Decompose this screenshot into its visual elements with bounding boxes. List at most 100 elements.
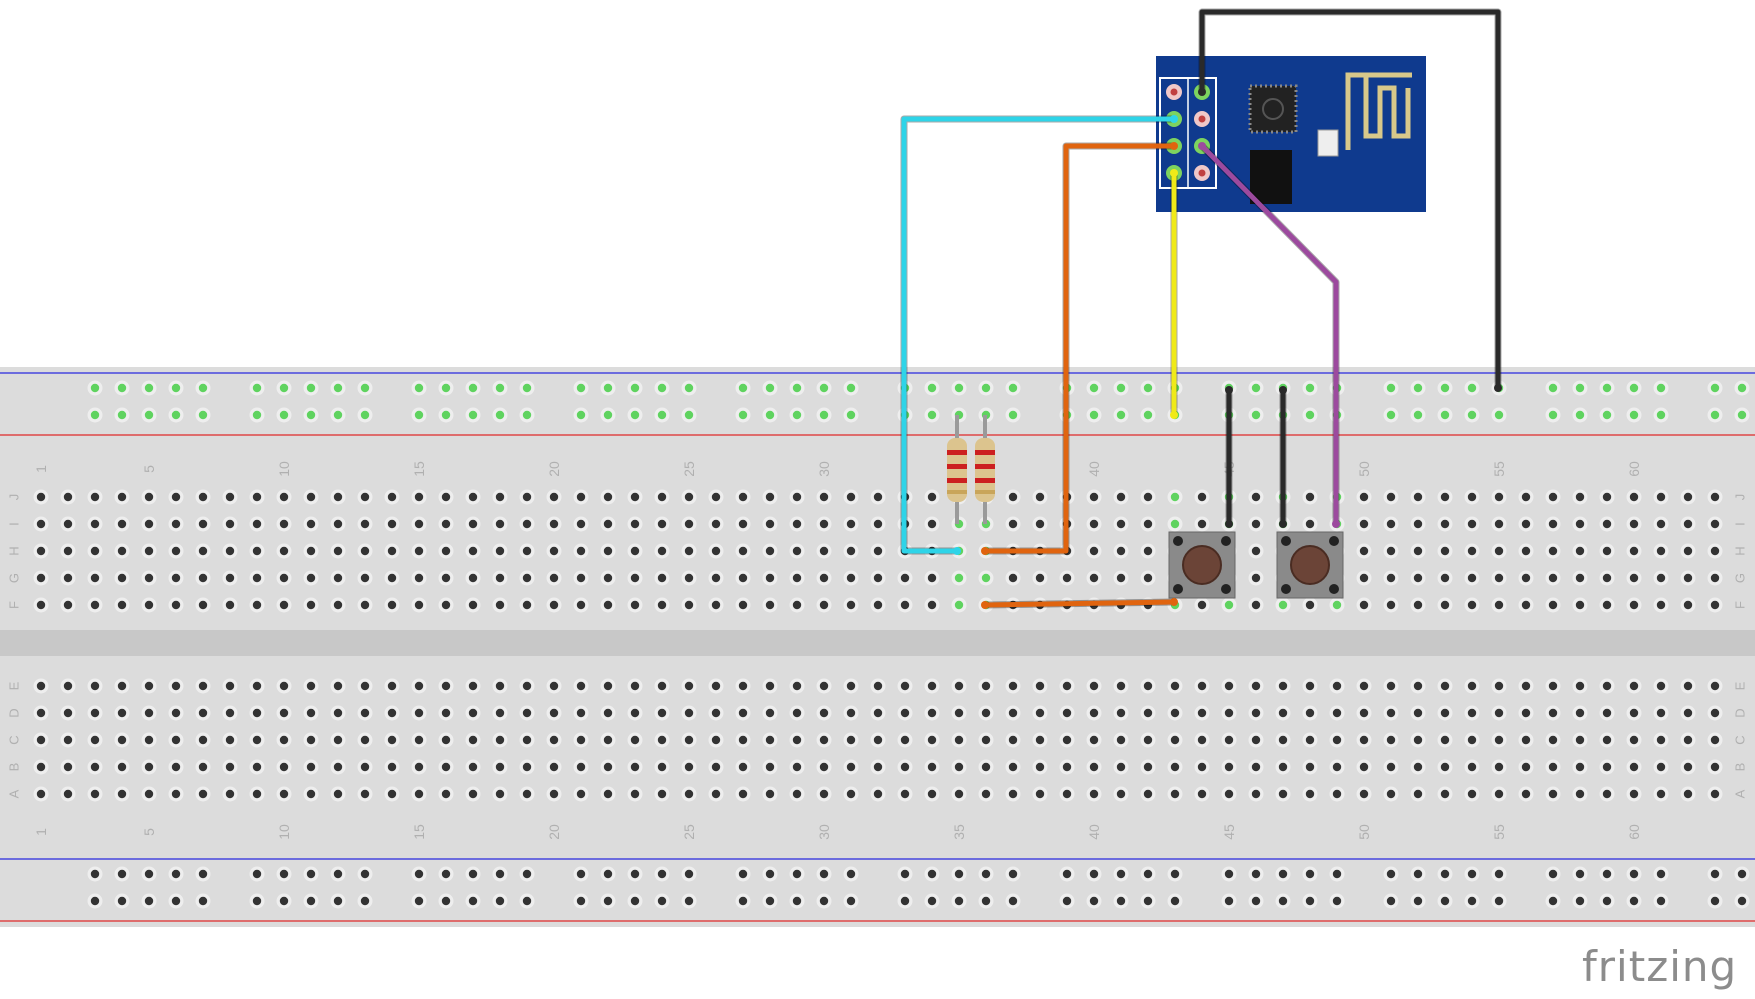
rail-hole (1224, 896, 1234, 906)
rail-hole (1386, 410, 1396, 420)
hole-C7 (198, 735, 208, 745)
rail-hole (765, 383, 775, 393)
rail-hole (1575, 383, 1585, 393)
hole-B14 (387, 762, 397, 772)
rail-hole (900, 869, 910, 879)
hole-E22 (603, 681, 613, 691)
hole-B29 (792, 762, 802, 772)
wire-orange-top-end (1170, 142, 1178, 150)
rail-hole (360, 410, 370, 420)
rail-hole (279, 410, 289, 420)
button-screw (1173, 584, 1183, 594)
hole-B28 (765, 762, 775, 772)
hole-F51 (1386, 600, 1396, 610)
hole-G24 (657, 573, 667, 583)
hole-B19 (522, 762, 532, 772)
hole-B62 (1683, 762, 1693, 772)
hole-I22 (603, 519, 613, 529)
hole-D26 (711, 708, 721, 718)
hole-G9 (252, 573, 262, 583)
column-number-bottom: 15 (411, 824, 427, 840)
rail-hole (792, 383, 802, 393)
wire-black-button-1-end (1225, 386, 1233, 394)
hole-E58 (1575, 681, 1585, 691)
esp-pin-hole (1198, 115, 1206, 123)
hole-J34 (927, 492, 937, 502)
resistor-1 (947, 415, 967, 524)
hole-H26 (711, 546, 721, 556)
hole-G10 (279, 573, 289, 583)
rail-hole (900, 896, 910, 906)
rail-hole (981, 896, 991, 906)
hole-F16 (441, 600, 451, 610)
hole-C28 (765, 735, 775, 745)
hole-E16 (441, 681, 451, 691)
rail-hole (1062, 869, 1072, 879)
hole-B32 (873, 762, 883, 772)
rail-hole (1548, 869, 1558, 879)
hole-F56 (1521, 600, 1531, 610)
hole-B33 (900, 762, 910, 772)
hole-A10 (279, 789, 289, 799)
hole-C22 (603, 735, 613, 745)
hole-H46 (1251, 546, 1261, 556)
led (1317, 129, 1339, 157)
hole-H17 (468, 546, 478, 556)
hole-G63 (1710, 573, 1720, 583)
rail-hole (1089, 410, 1099, 420)
hole-H25 (684, 546, 694, 556)
hole-B31 (846, 762, 856, 772)
column-number-bottom: 1 (33, 828, 49, 836)
hole-D47 (1278, 708, 1288, 718)
hole-F24 (657, 600, 667, 610)
hole-E51 (1386, 681, 1396, 691)
hole-F10 (279, 600, 289, 610)
hole-C38 (1035, 735, 1045, 745)
hole-E6 (171, 681, 181, 691)
hole-A12 (333, 789, 343, 799)
hole-F26 (711, 600, 721, 610)
hole-C41 (1116, 735, 1126, 745)
hole-G59 (1602, 573, 1612, 583)
rail-hole (1494, 410, 1504, 420)
rail-hole (1251, 896, 1261, 906)
hole-C60 (1629, 735, 1639, 745)
hole-E21 (576, 681, 586, 691)
hole-I27 (738, 519, 748, 529)
hole-E32 (873, 681, 883, 691)
hole-E5 (144, 681, 154, 691)
hole-C55 (1494, 735, 1504, 745)
rail-hole (306, 869, 316, 879)
rail-hole (414, 383, 424, 393)
hole-H57 (1548, 546, 1558, 556)
hole-A1 (36, 789, 46, 799)
rail-hole (927, 410, 937, 420)
hole-F7 (198, 600, 208, 610)
rail-hole (495, 869, 505, 879)
rail-hole (441, 869, 451, 879)
rail-hole (522, 410, 532, 420)
hole-A51 (1386, 789, 1396, 799)
hole-D10 (279, 708, 289, 718)
hole-A59 (1602, 789, 1612, 799)
hole-A40 (1089, 789, 1099, 799)
hole-D9 (252, 708, 262, 718)
hole-I56 (1521, 519, 1531, 529)
hole-A24 (657, 789, 667, 799)
rail-hole (306, 896, 316, 906)
row-letter-left: G (7, 573, 22, 583)
hole-D33 (900, 708, 910, 718)
hole-B9 (252, 762, 262, 772)
hole-A8 (225, 789, 235, 799)
hole-G28 (765, 573, 775, 583)
row-letter-left: E (7, 681, 22, 690)
hole-J13 (360, 492, 370, 502)
hole-F63 (1710, 600, 1720, 610)
rail-hole (1710, 383, 1720, 393)
hole-G55 (1494, 573, 1504, 583)
rail-hole (1413, 896, 1423, 906)
hole-I11 (306, 519, 316, 529)
rail-hole (684, 383, 694, 393)
